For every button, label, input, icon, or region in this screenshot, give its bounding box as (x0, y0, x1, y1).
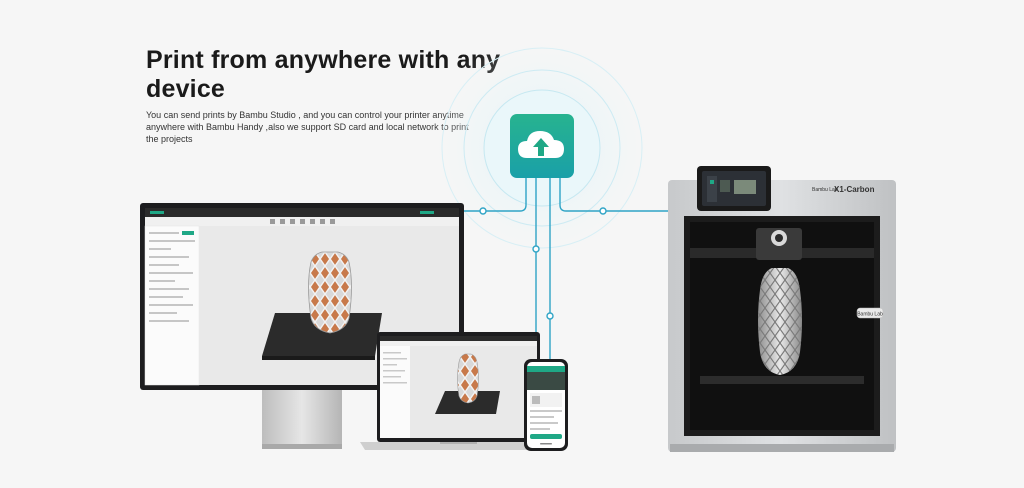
printer-brand: Bambu Lab (812, 187, 838, 193)
cloud-upload-icon (510, 114, 574, 178)
printer-model: X1-Carbon (834, 185, 875, 194)
printer: Bambu Lab Bambu Lab X1-Carbon (668, 166, 896, 452)
page-title: Print from anywhere with any device (146, 46, 501, 103)
laptop (360, 332, 557, 450)
connection-lines (463, 176, 668, 360)
printer-side-badge: Bambu Lab (857, 312, 883, 318)
hero-description: You can send prints by Bambu Studio , an… (146, 110, 469, 144)
phone (524, 359, 568, 451)
